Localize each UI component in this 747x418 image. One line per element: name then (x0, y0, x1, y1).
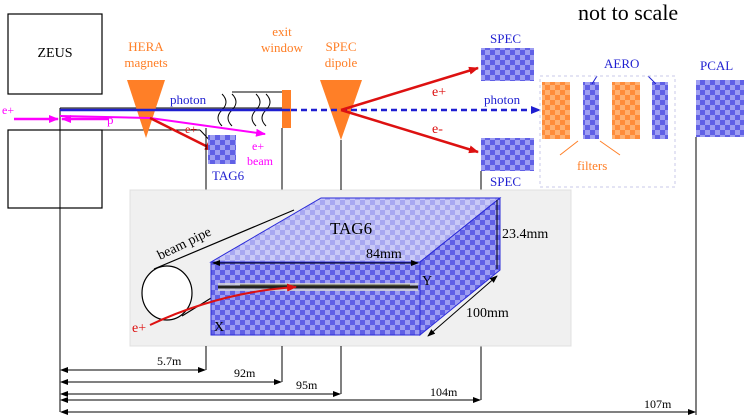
hera-label-line2: magnets (124, 55, 167, 70)
aero-plane-1 (583, 82, 599, 139)
filter-1 (542, 82, 570, 139)
spec-top-detector (481, 48, 534, 81)
inset-beampipe-end (141, 265, 193, 321)
dist-107m-label: 107m (644, 397, 672, 411)
zeus-lower-block (7, 129, 103, 209)
spec-dipole-label-1: SPEC (325, 39, 356, 54)
filters-leader-1 (559, 140, 579, 156)
e-plus-beam-label-1: e+ (252, 139, 264, 153)
photon-label-right: photon (484, 92, 521, 107)
dim-100mm-label: 100mm (466, 306, 509, 321)
filters-leader-2 (599, 140, 621, 156)
zeus-upper-block (7, 13, 103, 95)
pcal-label: PCAL (700, 58, 733, 73)
aero-leader-1 (591, 75, 598, 85)
pcal-detector (696, 80, 744, 137)
aero-label: AERO (604, 56, 639, 71)
e-plus-left-label: e+ (2, 103, 14, 117)
e-plus-upper-label: e+ (432, 85, 446, 100)
inset-e-plus-arrow (149, 283, 297, 326)
inset-tag6-label: TAG6 (330, 219, 372, 238)
filters-label: filters (577, 158, 607, 173)
axis-x-label: X (214, 320, 224, 335)
aero-leader-2 (647, 75, 657, 85)
axis-y-label: Y (422, 274, 432, 289)
tag6-small-label: TAG6 (212, 168, 245, 183)
dist-5-7m-label: 5.7m (157, 354, 182, 368)
dist-95m-label: 95m (296, 378, 318, 392)
tag6-small-detector (208, 135, 236, 164)
e-minus-spec-arrow (340, 108, 479, 154)
tag6-box-front (210, 261, 421, 336)
e-plus-spec-arrow (340, 66, 479, 112)
not-to-scale-note: not to scale (578, 0, 678, 25)
exit-window-label-2: window (261, 40, 304, 55)
spec-bottom-label: SPEC (490, 174, 521, 189)
aero-plane-2 (652, 82, 668, 139)
dist-92m-label: 92m (234, 366, 256, 380)
spec-dipole-label-2: dipole (325, 55, 358, 70)
spec-bottom-detector (481, 138, 534, 171)
e-plus-to-tag6-arrow (149, 116, 215, 152)
e-minus-lower-label: e- (432, 122, 443, 137)
hera-label-line1: HERA (128, 39, 164, 54)
dim-23-4mm-label: 23.4mm (502, 227, 548, 242)
e-plus-beam-label-2: beam (247, 154, 274, 168)
inset-beampipe-top (153, 209, 295, 270)
e-plus-tag-label: e+ (185, 122, 197, 136)
dim-100mm-line (427, 275, 498, 337)
filter-2 (612, 82, 640, 139)
spec-top-label: SPEC (490, 31, 521, 46)
dim-84mm-label: 84mm (366, 247, 402, 262)
zeus-label: ZEUS (38, 46, 73, 61)
aero-enclosure (539, 75, 676, 188)
inset-e-plus-label: e+ (132, 321, 146, 336)
photon-label-left: photon (170, 92, 207, 107)
proton-label: p (107, 112, 114, 127)
exit-window-label-1: exit (272, 24, 292, 39)
dist-104m-label: 104m (430, 385, 458, 399)
